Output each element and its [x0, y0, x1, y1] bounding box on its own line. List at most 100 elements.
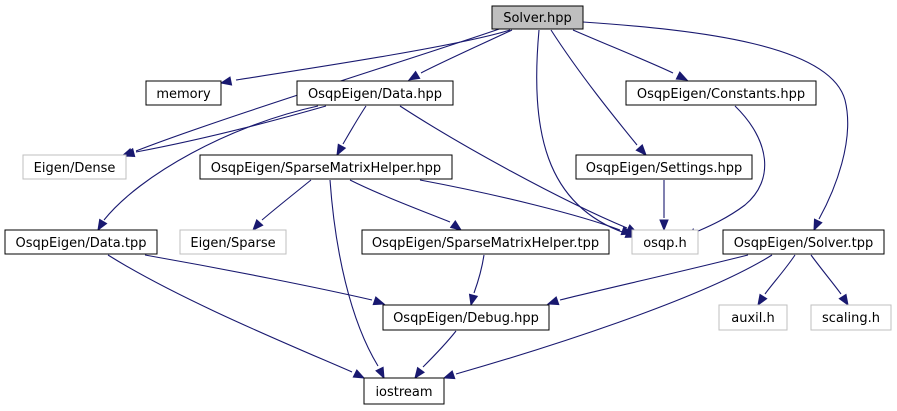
node-debug-hpp-label: OsqpEigen/Debug.hpp [393, 311, 539, 326]
node-sparse-helper-tpp-box [361, 229, 610, 255]
edge-sparse-helper-hpp-to-osqp-h-arrowhead [620, 226, 634, 236]
edge-solver-tpp-to-debug-hpp-arrowhead [546, 296, 560, 306]
node-osqp-h[interactable]: osqp.h [631, 229, 699, 255]
node-data-tpp-box [4, 229, 158, 255]
edge-solver-hpp-to-solver-tpp-arrowhead [813, 218, 823, 232]
edge-solver-tpp-to-auxil-h [757, 254, 796, 307]
edge-data-tpp-to-iostream [107, 254, 366, 379]
edge-solver-hpp-to-memory-arrowhead [219, 76, 233, 86]
node-auxil-h-label: auxil.h [731, 311, 775, 326]
node-memory[interactable]: memory [145, 80, 222, 106]
node-data-hpp[interactable]: OsqpEigen/Data.hpp [296, 80, 454, 106]
node-scaling-h-label: scaling.h [822, 311, 880, 326]
node-iostream[interactable]: iostream [363, 377, 445, 405]
node-sparse-helper-hpp-box [199, 154, 453, 180]
edge-sparse-helper-tpp-to-debug-hpp-line [473, 254, 485, 294]
edge-data-tpp-to-debug-hpp-line [144, 254, 373, 301]
node-settings-hpp[interactable]: OsqpEigen/Settings.hpp [575, 154, 753, 180]
edge-solver-tpp-to-auxil-h-line [764, 254, 796, 295]
node-constants-hpp-box [625, 80, 817, 106]
node-auxil-h-box [718, 304, 788, 331]
edge-solver-hpp-to-settings-hpp-line [550, 29, 638, 146]
edge-data-hpp-to-data-tpp [97, 105, 319, 232]
edge-solver-hpp-to-constants-hpp-line [572, 29, 674, 74]
node-osqp-h-box [631, 229, 699, 255]
node-data-hpp-label: OsqpEigen/Data.hpp [308, 87, 442, 102]
node-memory-box [145, 80, 222, 106]
node-solver-tpp-box [722, 229, 885, 255]
edge-solver-hpp-to-solver-tpp [582, 21, 849, 232]
edge-data-tpp-to-iostream-line [107, 254, 353, 373]
node-settings-hpp-label: OsqpEigen/Settings.hpp [586, 161, 742, 176]
edge-solver-hpp-to-data-hpp-line [420, 29, 513, 74]
edge-debug-hpp-to-iostream-line [422, 330, 457, 368]
edge-solver-tpp-to-iostream-line [455, 254, 773, 375]
edge-solver-hpp-to-data-hpp [407, 29, 513, 81]
node-solver-hpp-box [491, 5, 584, 30]
edge-sparse-helper-hpp-to-eigen-sparse [252, 179, 312, 232]
edge-sparse-helper-hpp-to-eigen-sparse-arrowhead [252, 219, 264, 232]
edge-sparse-helper-hpp-to-iostream [329, 179, 385, 380]
node-sparse-helper-hpp[interactable]: OsqpEigen/SparseMatrixHelper.hpp [199, 154, 453, 180]
edge-sparse-helper-tpp-to-debug-hpp [468, 254, 485, 307]
edge-solver-hpp-to-memory-line [235, 29, 511, 81]
edge-solver-tpp-to-debug-hpp [546, 254, 749, 306]
node-eigen-sparse-label: Eigen/Sparse [190, 236, 275, 251]
edge-sparse-helper-hpp-to-iostream-line [329, 179, 379, 367]
node-constants-hpp[interactable]: OsqpEigen/Constants.hpp [625, 80, 817, 106]
edge-sparse-helper-tpp-to-debug-hpp-arrowhead [468, 293, 479, 307]
edge-data-hpp-to-sparse-helper-hpp-line [342, 105, 367, 145]
edge-data-tpp-to-iostream-arrowhead [352, 369, 366, 379]
edge-solver-hpp-to-memory [219, 29, 511, 86]
node-settings-hpp-box [575, 154, 753, 180]
edges-layer [97, 21, 849, 380]
edge-solver-tpp-to-debug-hpp-line [559, 254, 749, 301]
node-eigen-dense[interactable]: Eigen/Dense [22, 154, 127, 180]
node-solver-hpp[interactable]: Solver.hpp [491, 5, 584, 30]
edge-solver-tpp-to-iostream-arrowhead [442, 370, 456, 380]
node-eigen-sparse[interactable]: Eigen/Sparse [179, 229, 287, 255]
edge-data-hpp-to-sparse-helper-hpp [336, 105, 367, 157]
node-sparse-helper-tpp[interactable]: OsqpEigen/SparseMatrixHelper.tpp [361, 229, 610, 255]
edge-solver-hpp-to-solver-tpp-line [582, 21, 849, 220]
edge-data-tpp-to-debug-hpp-arrowhead [372, 296, 386, 306]
node-eigen-dense-label: Eigen/Dense [34, 161, 116, 176]
node-auxil-h[interactable]: auxil.h [718, 304, 788, 331]
edge-solver-tpp-to-scaling-h-arrowhead [838, 293, 849, 307]
edge-data-hpp-to-eigen-dense-arrowhead [122, 147, 136, 158]
edge-sparse-helper-hpp-to-eigen-sparse-line [261, 179, 312, 221]
edge-settings-hpp-to-osqp-h-arrowhead [659, 219, 669, 232]
node-solver-tpp[interactable]: OsqpEigen/Solver.tpp [722, 229, 885, 255]
node-solver-tpp-label: OsqpEigen/Solver.tpp [734, 236, 874, 251]
node-data-tpp-label: OsqpEigen/Data.tpp [16, 236, 147, 251]
edge-sparse-helper-hpp-to-osqp-h-line [419, 179, 621, 231]
node-solver-hpp-label: Solver.hpp [503, 11, 572, 26]
node-data-tpp[interactable]: OsqpEigen/Data.tpp [4, 229, 158, 255]
edge-solver-tpp-to-iostream [442, 254, 773, 380]
nodes-layer: Solver.hpp memory OsqpEigen/Data.hpp Osq… [4, 5, 892, 405]
edge-sparse-helper-hpp-to-sparse-helper-tpp [349, 179, 463, 231]
node-scaling-h[interactable]: scaling.h [810, 304, 892, 331]
node-debug-hpp[interactable]: OsqpEigen/Debug.hpp [382, 304, 550, 331]
edge-data-hpp-to-eigen-dense-line [135, 105, 327, 153]
edge-solver-hpp-to-osqp-h-line [536, 29, 626, 234]
node-sparse-helper-tpp-label: OsqpEigen/SparseMatrixHelper.tpp [372, 236, 599, 251]
edge-data-hpp-to-eigen-dense [122, 105, 327, 158]
node-memory-label: memory [156, 87, 211, 102]
edge-solver-hpp-to-settings-hpp-arrowhead [635, 144, 647, 157]
edge-solver-tpp-to-scaling-h [810, 254, 849, 307]
edge-data-hpp-to-data-tpp-line [103, 105, 319, 221]
edge-solver-hpp-to-constants-hpp-arrowhead [675, 71, 689, 81]
node-scaling-h-box [810, 304, 892, 331]
node-osqp-h-label: osqp.h [643, 236, 687, 251]
edge-solver-hpp-to-settings-hpp [550, 29, 647, 157]
node-iostream-box [363, 377, 445, 405]
edge-data-hpp-to-sparse-helper-hpp-arrowhead [336, 143, 347, 157]
edge-sparse-helper-hpp-to-iostream-arrowhead [375, 366, 385, 380]
edge-constants-hpp-to-osqp-h-line [695, 105, 766, 233]
edge-settings-hpp-to-osqp-h [659, 180, 669, 232]
edge-solver-hpp-to-constants-hpp [572, 29, 689, 81]
edge-data-hpp-to-data-tpp-arrowhead [97, 218, 108, 232]
node-debug-hpp-box [382, 304, 550, 331]
